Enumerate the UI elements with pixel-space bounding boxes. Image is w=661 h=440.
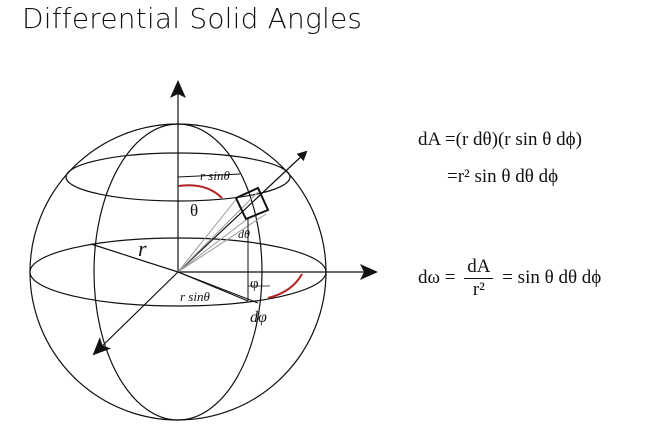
label-dphi: dφ bbox=[250, 309, 267, 326]
label-rsintheta-top: r sinθ bbox=[200, 168, 230, 183]
rsintheta-bottom-line bbox=[177, 271, 259, 304]
theta-arc bbox=[177, 184, 223, 199]
patch-ray bbox=[177, 191, 259, 273]
label-dtheta: dθ bbox=[238, 227, 250, 241]
phi-arc bbox=[267, 273, 303, 299]
radius-line bbox=[90, 243, 179, 273]
patch-ray bbox=[177, 213, 267, 273]
equation-domega-fraction: dA r² bbox=[464, 256, 494, 301]
equation-domega-lhs: dω = bbox=[418, 266, 456, 288]
equation-dA-simplified: =r² sin θ dθ dϕ bbox=[447, 166, 559, 187]
label-phi: φ bbox=[250, 276, 259, 292]
patch-ray bbox=[177, 196, 239, 273]
label-theta: θ bbox=[190, 201, 198, 220]
label-rsintheta-bottom: r sinθ bbox=[180, 289, 210, 304]
rsintheta-top-line bbox=[177, 173, 241, 178]
label-r: r bbox=[138, 236, 147, 261]
y-axis bbox=[92, 271, 179, 356]
area-patch bbox=[234, 186, 270, 221]
fraction-denominator: r² bbox=[472, 279, 485, 300]
patch-ray bbox=[177, 219, 247, 273]
equation-domega-rhs: = sin θ dθ dϕ bbox=[502, 266, 602, 288]
equation-domega: dω = dA r² = sin θ dθ dϕ bbox=[418, 256, 601, 301]
slide-title: Differential Solid Angles bbox=[22, 2, 363, 35]
equation-dA: dA =(r dθ)(r sin θ dϕ) bbox=[418, 129, 582, 150]
fraction-numerator: dA bbox=[464, 256, 494, 279]
